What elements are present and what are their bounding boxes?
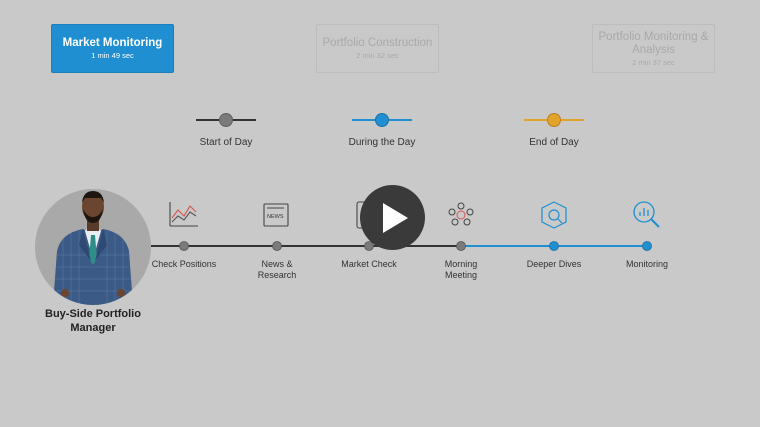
tab-title: Portfolio Monitoring & Analysis — [598, 30, 709, 56]
team-meeting-icon — [448, 202, 474, 226]
step-morning-meeting: Morning Meeting — [444, 259, 478, 280]
tab-duration: 2 min 37 sec — [632, 57, 675, 67]
legend-end-of-day: End of Day — [489, 110, 619, 148]
newspaper-icon: NEWS — [263, 203, 289, 227]
tab-duration: 2 min 32 sec — [356, 51, 399, 60]
persona-label: Buy-Side Portfolio Manager — [30, 307, 156, 335]
timeline-node — [456, 241, 466, 251]
play-icon — [383, 202, 408, 233]
legend-label: During the Day — [348, 137, 416, 148]
timeline-node — [364, 241, 374, 251]
avatar — [35, 189, 151, 305]
persona-label-line1: Buy-Side Portfolio — [45, 308, 141, 320]
legend-label: End of Day — [529, 137, 579, 148]
play-button[interactable] — [360, 185, 425, 250]
legend-swatch — [489, 110, 619, 130]
step-deeper-dives: Deeper Dives — [526, 259, 582, 269]
legend-swatch — [317, 110, 447, 130]
magnifier-chart-icon — [633, 201, 660, 228]
tab-title: Market Monitoring — [62, 37, 163, 49]
tab-title: Portfolio Construction — [322, 37, 433, 49]
timeline-node — [179, 241, 189, 251]
step-monitoring: Monitoring — [625, 259, 669, 269]
tab-portfolio-monitoring-analysis[interactable]: Portfolio Monitoring & Analysis 2 min 37… — [592, 24, 715, 73]
legend-start-of-day: Start of Day — [161, 110, 291, 148]
portfolio-manager-illustration — [53, 191, 133, 305]
analysis-cube-icon — [541, 201, 567, 229]
timeline-node — [549, 241, 559, 251]
persona-label-line2: Manager — [70, 322, 116, 334]
svg-text:NEWS: NEWS — [267, 214, 284, 220]
chart-trend-icon — [169, 202, 198, 227]
tab-portfolio-construction[interactable]: Portfolio Construction 2 min 32 sec — [316, 24, 439, 73]
timeline-node — [272, 241, 282, 251]
step-market-check: Market Check — [341, 259, 397, 269]
timeline-node — [642, 241, 652, 251]
legend-swatch — [161, 110, 291, 130]
tab-duration: 1 min 49 sec — [91, 51, 134, 60]
step-check-positions: Check Positions — [151, 259, 217, 269]
step-news-research: News & Research — [257, 259, 297, 280]
tab-market-monitoring[interactable]: Market Monitoring 1 min 49 sec — [51, 24, 174, 73]
legend-during-the-day: During the Day — [317, 110, 447, 148]
legend-label: Start of Day — [199, 137, 253, 148]
